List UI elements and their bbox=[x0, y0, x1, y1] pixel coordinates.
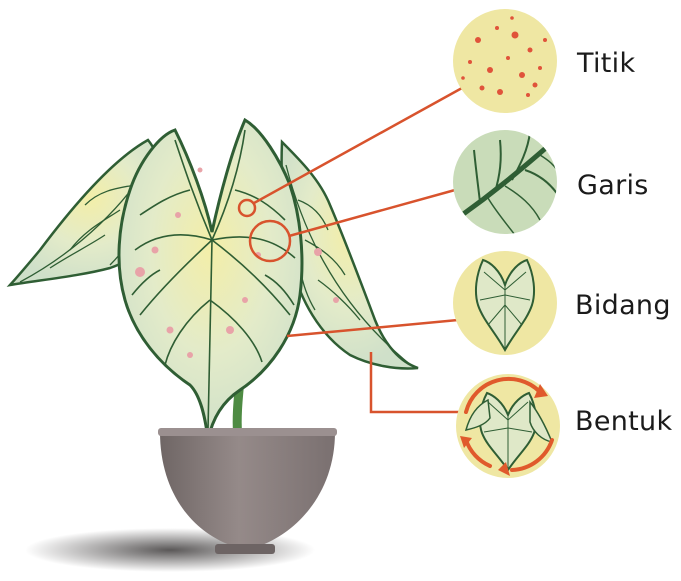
bentuk-circle bbox=[456, 374, 560, 478]
label-titik: Titik bbox=[577, 48, 635, 79]
titik-circle bbox=[453, 9, 557, 113]
garis-circle bbox=[453, 130, 560, 235]
label-garis: Garis bbox=[577, 170, 649, 201]
bidang-circle bbox=[453, 251, 557, 355]
label-bentuk: Bentuk bbox=[575, 406, 672, 437]
center-leaf bbox=[119, 120, 302, 440]
label-bidang: Bidang bbox=[575, 290, 671, 321]
